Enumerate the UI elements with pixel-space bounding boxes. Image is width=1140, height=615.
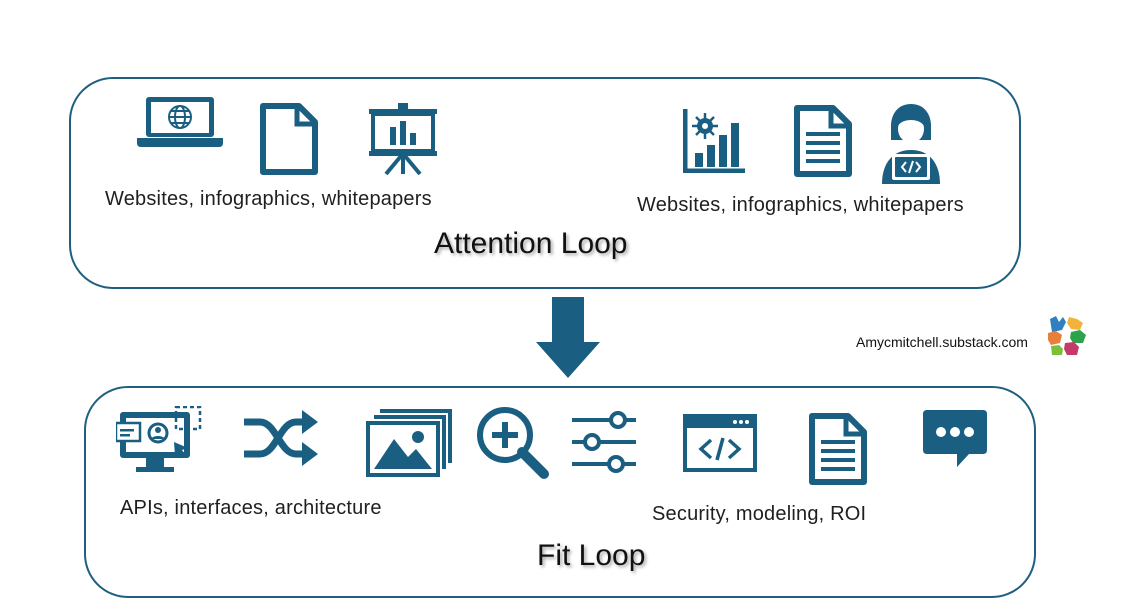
attention-loop-box [69, 77, 1021, 289]
watermark-text: Amycmitchell.substack.com [856, 334, 1028, 350]
fit-loop-title: Fit Loop [537, 539, 646, 572]
text-document-icon [808, 412, 868, 486]
attention-right-caption: Websites, infographics, whitepapers [637, 194, 964, 216]
hands-logo-icon [1047, 315, 1087, 355]
text-document-icon [793, 104, 853, 178]
bar-chart-virus-icon [683, 109, 745, 173]
fit-right-caption: Security, modeling, ROI [652, 503, 867, 525]
attention-left-caption: Websites, infographics, whitepapers [105, 188, 432, 210]
attention-loop-title: Attention Loop [434, 227, 628, 260]
code-window-icon [683, 414, 757, 472]
sliders-icon [572, 410, 636, 474]
document-icon [259, 102, 319, 176]
user-interface-monitor-icon [116, 406, 202, 476]
shuffle-icon [242, 408, 318, 468]
developer-person-icon [880, 104, 942, 184]
laptop-globe-icon [137, 95, 223, 149]
chat-bubble-icon [923, 410, 987, 468]
fit-loop-box [84, 386, 1036, 598]
zoom-in-icon [476, 406, 550, 480]
down-arrow-icon [536, 297, 600, 378]
image-gallery-icon [366, 409, 452, 477]
presentation-chart-icon [368, 103, 438, 175]
fit-left-caption: APIs, interfaces, architecture [120, 497, 382, 519]
